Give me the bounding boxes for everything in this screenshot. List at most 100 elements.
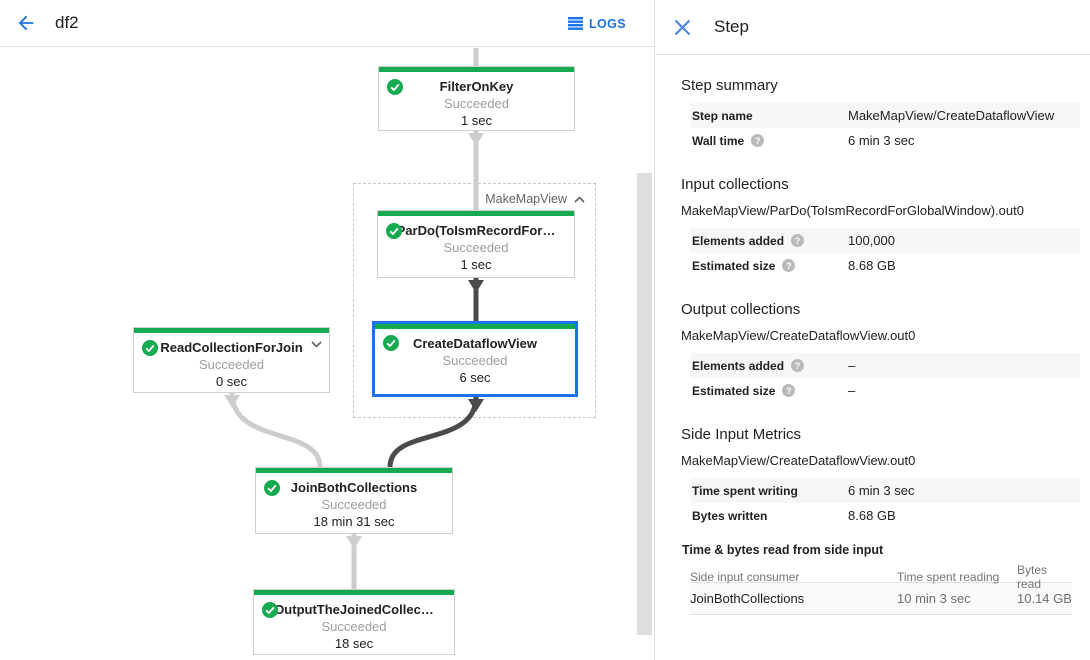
input-collection-name: MakeMapView/ParDo(ToIsmRecordForGlobalWi…	[681, 203, 1024, 218]
arrow-back-icon	[18, 15, 34, 31]
row-label: Estimated size ?	[690, 384, 848, 398]
success-check-icon	[383, 335, 399, 351]
graph-scrollbar-thumb[interactable]	[637, 173, 652, 635]
node-status: Succeeded	[321, 497, 387, 512]
row-elements-added: Elements added ? 100,000	[690, 228, 1080, 253]
success-check-icon	[387, 79, 403, 95]
help-icon[interactable]: ?	[751, 134, 765, 147]
back-button[interactable]	[6, 3, 46, 43]
node-status: Succeeded	[198, 357, 265, 372]
job-name: df2	[55, 13, 79, 32]
node-status: Succeeded	[443, 240, 509, 255]
row-bytes-written: Bytes written 8.68 GB	[690, 503, 1080, 528]
node-time: 1 sec	[460, 113, 493, 128]
help-icon[interactable]: ?	[782, 259, 796, 272]
node-title: ReadCollectionForJoin	[160, 340, 303, 355]
row-elements-added: Elements added ? –	[690, 353, 1080, 378]
row-label: Step name	[692, 108, 753, 123]
node-time: 18 sec	[334, 636, 374, 651]
table-header-row: Side input consumer Time spent reading B…	[690, 563, 1072, 591]
success-check-icon	[386, 223, 402, 239]
side-input-table: Side input consumer Time spent reading B…	[690, 563, 1072, 615]
row-value: 8.68 GB	[848, 508, 896, 523]
close-icon	[674, 19, 690, 35]
panel-header: Step	[656, 0, 1090, 55]
group-label-text: MakeMapView	[485, 192, 567, 206]
node-status-bar	[256, 468, 452, 473]
section-heading-side-input-metrics: Side Input Metrics	[681, 426, 802, 443]
output-collection-name: MakeMapView/CreateDataflowView.out0	[681, 328, 916, 343]
node-status-bar	[375, 324, 575, 329]
pipeline-graph-pane: MakeMapView FilterOnKey Succeeded 1 sec …	[0, 0, 655, 660]
group-label-makemapview[interactable]: MakeMapView	[485, 192, 585, 206]
row-value: 8.68 GB	[848, 258, 896, 273]
step-node-joinbothcollections[interactable]: JoinBothCollections Succeeded 18 min 31 …	[255, 467, 453, 534]
row-label: Bytes written	[692, 508, 768, 523]
row-value: 6 min 3 sec	[848, 483, 915, 498]
node-time: 18 min 31 sec	[313, 514, 395, 529]
chevron-down-icon[interactable]	[311, 341, 322, 348]
cell-bytes-read: 10.14 GB	[1017, 591, 1072, 606]
node-title: FilterOnKey	[439, 79, 514, 94]
node-title: CreateDataflowView	[412, 336, 538, 351]
logs-icon	[567, 17, 583, 30]
success-check-icon	[142, 340, 158, 356]
node-status-bar	[379, 67, 574, 72]
help-icon[interactable]: ?	[791, 359, 805, 372]
node-title: ParDo(ToIsmRecordFor…	[396, 223, 556, 238]
chevron-up-icon	[574, 195, 585, 203]
row-value: 100,000	[848, 233, 895, 248]
row-value: –	[848, 383, 856, 398]
node-time: 0 sec	[215, 374, 248, 389]
node-status-bar	[134, 328, 329, 333]
row-label: Time spent writing	[692, 483, 798, 498]
node-time: 6 sec	[459, 370, 491, 385]
row-value: 6 min 3 sec	[848, 133, 915, 148]
step-node-readcollectionforjoin[interactable]: ReadCollectionForJoin Succeeded 0 sec	[133, 327, 330, 393]
job-topbar: df2 LOGS	[0, 0, 654, 47]
step-node-createdataflowview-selected[interactable]: CreateDataflowView Succeeded 6 sec	[372, 321, 578, 397]
node-title: OutputTheJoinedCollec…	[274, 602, 434, 617]
node-status: Succeeded	[442, 353, 508, 368]
node-status: Succeeded	[321, 619, 387, 634]
side-input-collection-name: MakeMapView/CreateDataflowView.out0	[681, 453, 916, 468]
cell-time-reading: 10 min 3 sec	[897, 591, 971, 606]
node-status: Succeeded	[443, 96, 510, 111]
node-title: JoinBothCollections	[290, 480, 418, 495]
col-bytes-read: Bytes read	[1017, 563, 1048, 591]
panel-title: Step	[714, 17, 749, 36]
row-estimated-size: Estimated size ? –	[690, 378, 1080, 403]
node-status-bar	[378, 211, 574, 216]
logs-label: LOGS	[588, 16, 626, 31]
row-wall-time: Wall time ? 6 min 3 sec	[690, 128, 1080, 153]
close-panel-button[interactable]	[662, 7, 702, 47]
section-heading-input-collections: Input collections	[681, 176, 789, 193]
step-node-outputthejoinedcollection[interactable]: OutputTheJoinedCollec… Succeeded 18 sec	[253, 589, 455, 655]
row-value: MakeMapView/CreateDataflowView	[848, 108, 1055, 123]
row-step-name: Step name MakeMapView/CreateDataflowView	[690, 103, 1080, 128]
node-time: 1 sec	[460, 257, 492, 272]
logs-button[interactable]: LOGS	[567, 0, 626, 47]
table-row: JoinBothCollections 10 min 3 sec 10.14 G…	[690, 583, 1072, 615]
step-node-filteronkey[interactable]: FilterOnKey Succeeded 1 sec	[378, 66, 575, 131]
section-heading-step-summary: Step summary	[681, 77, 778, 94]
row-label: Elements added ?	[690, 359, 848, 373]
side-input-table-heading: Time & bytes read from side input	[682, 543, 884, 557]
row-label: Elements added ?	[690, 234, 848, 248]
row-estimated-size: Estimated size ? 8.68 GB	[690, 253, 1080, 278]
help-icon[interactable]: ?	[782, 384, 796, 397]
row-label: Wall time ?	[690, 134, 848, 148]
col-time-spent-reading: Time spent reading	[897, 570, 1000, 584]
node-status-bar	[254, 590, 454, 595]
row-value: –	[848, 358, 856, 373]
help-icon[interactable]: ?	[791, 234, 805, 247]
section-heading-output-collections: Output collections	[681, 301, 801, 318]
step-node-pardo-toismrecord[interactable]: ParDo(ToIsmRecordFor… Succeeded 1 sec	[377, 210, 575, 278]
step-details-panel: Step Step summary Step name MakeMapView/…	[656, 0, 1090, 660]
success-check-icon	[262, 602, 278, 618]
cell-consumer: JoinBothCollections	[690, 591, 805, 606]
row-label: Estimated size ?	[690, 259, 848, 273]
row-time-spent-writing: Time spent writing 6 min 3 sec	[690, 478, 1080, 503]
col-side-input-consumer: Side input consumer	[690, 570, 800, 584]
success-check-icon	[264, 480, 280, 496]
